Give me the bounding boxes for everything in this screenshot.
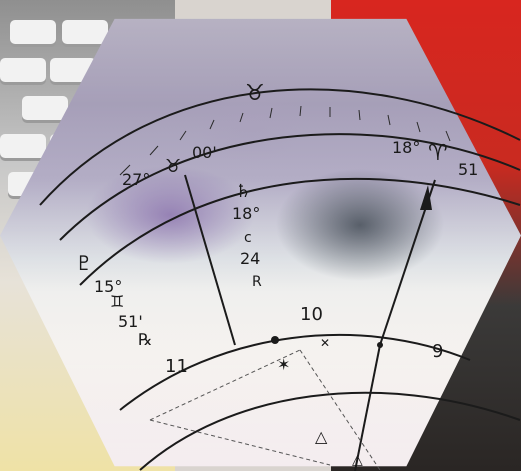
keyboard-key [10, 20, 56, 44]
triangle-icon: △ [315, 427, 328, 446]
house-11-label: 11 [165, 356, 188, 377]
house-cusp-line [184, 174, 236, 346]
keyboard-key [0, 58, 46, 82]
tick-mark [149, 145, 159, 156]
house-10-label: 10 [300, 304, 323, 325]
taurus-degree: 27° [122, 170, 150, 189]
aspect-line [149, 419, 331, 466]
aries-degree: 18° [392, 138, 420, 157]
tick-mark [179, 130, 187, 141]
aries-minute: 51 [458, 160, 478, 179]
pluto-degree: 15° [94, 277, 122, 296]
saturn-minute: 24 [240, 249, 260, 268]
taurus-minute: 00' [192, 143, 217, 162]
keyboard-key [0, 134, 46, 158]
aries-icon: ♈ [428, 141, 448, 166]
gemini-icon: ♊ [110, 292, 124, 311]
saturn-icon: ♄ [235, 181, 251, 202]
small-x-icon: ✕ [320, 336, 330, 350]
tick-mark [239, 112, 244, 123]
saturn-extra: c [244, 230, 252, 246]
inner-zodiac-ring [79, 177, 521, 286]
keyboard-key [22, 96, 68, 120]
tick-mark [445, 130, 451, 142]
saturn-degree: 18° [232, 204, 260, 223]
arrow-head [420, 185, 432, 210]
retrograde-icon: ℞ [138, 330, 152, 349]
tick-mark [358, 109, 361, 121]
house-ring [119, 334, 471, 411]
house-cusp-line [354, 344, 381, 471]
house-9-label: 9 [432, 341, 443, 362]
aspect-ring [139, 391, 521, 471]
tick-mark [269, 107, 273, 119]
star-icon: ✶ [277, 355, 290, 374]
aspect-line [299, 349, 381, 471]
tick-mark [119, 164, 131, 176]
tick-mark [387, 114, 391, 126]
triangle-icon: △ [352, 452, 363, 468]
tick-mark [209, 119, 215, 130]
pluto-icon: ♇ [75, 251, 93, 275]
taurus-icon: ♉ [245, 81, 265, 106]
chart-point [377, 342, 383, 348]
keyboard-key [62, 20, 108, 44]
tick-mark [416, 121, 421, 133]
gemini-minute: 51' [118, 312, 143, 331]
taurus-icon-left: ♉ [165, 156, 181, 177]
middle-zodiac-ring [59, 133, 521, 241]
outer-zodiac-ring [39, 88, 521, 206]
chart-point [271, 336, 279, 344]
tick-mark [299, 105, 302, 117]
saturn-extra2: R [252, 274, 262, 290]
